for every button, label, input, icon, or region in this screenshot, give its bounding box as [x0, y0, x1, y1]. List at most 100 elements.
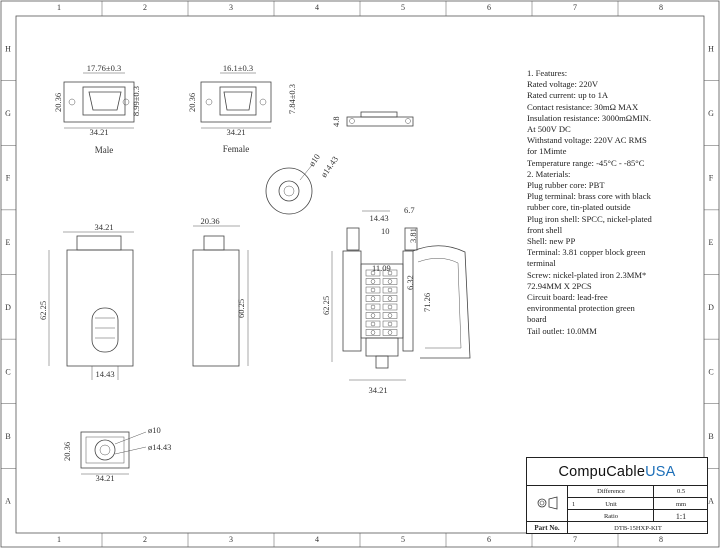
note-line: Contact resistance: 30mΩ MAX — [527, 101, 639, 112]
grid-col-label: 6 — [487, 3, 491, 12]
female-top-view: 16.1±0.3 7.84±0.3 20.36 34.21 Female — [187, 63, 297, 154]
assembly-dim-width: 34.21 — [368, 385, 387, 395]
terminal-slot — [382, 329, 398, 336]
grid-col-label: 3 — [229, 535, 233, 544]
note-line: Screw: nickel-plated iron 2.3MM* — [527, 269, 647, 280]
terminal-slot — [382, 269, 398, 277]
grid-row-label: G — [708, 109, 714, 118]
note-line: 72.94MM X 2PCS — [527, 280, 592, 291]
terminal-slot — [382, 303, 398, 311]
terminal-slot — [382, 320, 398, 328]
note-line: Circuit board: lead-free — [527, 292, 608, 303]
note-line: Rated voltage: 220V — [527, 79, 599, 90]
ratio-value: 1:1 — [653, 509, 708, 522]
unit-label-text: Unit — [605, 500, 617, 508]
grid-row-label: F — [6, 174, 11, 183]
grid-col-label: 5 — [401, 3, 405, 12]
assembly-dim-b: 10 — [381, 226, 390, 236]
terminal-slot — [382, 278, 398, 285]
terminal-slot — [382, 295, 398, 302]
ratio-label: Ratio — [567, 509, 654, 522]
terminal-slot — [365, 303, 381, 311]
side-dim-height: 60.25 — [236, 299, 246, 318]
note-line: Temperature range: -45°C - -85°C — [527, 157, 645, 168]
spec-notes: 1. Features: Rated voltage: 220V Rated c… — [527, 68, 665, 337]
terminal-slot — [365, 320, 381, 328]
female-dim-height: 20.36 — [187, 93, 197, 112]
front-dim-height: 62.25 — [38, 301, 48, 320]
grid-row-label: H — [708, 44, 714, 53]
assembly-dim-c: 6.7 — [404, 205, 415, 215]
logo-main-text: CompuCable — [558, 463, 646, 480]
bottom-view: ø10 ø14.43 20.36 34.21 — [62, 425, 171, 483]
grid-row-label: B — [5, 432, 10, 441]
thin-side-view: 4.8 — [331, 111, 414, 127]
male-dim-height: 20.36 — [53, 93, 63, 112]
front-dim-bottom: 14.43 — [95, 369, 114, 379]
grid-col-label: 1 — [57, 3, 61, 12]
front-dim-top: 34.21 — [94, 222, 113, 232]
grid-col-label: 2 — [143, 535, 147, 544]
grid-row-label: F — [709, 174, 714, 183]
terminal-slot — [382, 286, 398, 294]
grid-row-label: B — [708, 432, 713, 441]
male-dim-top: 17.76±0.3 — [87, 63, 121, 73]
grid-col-label: 3 — [229, 3, 233, 12]
unit-label: 1 Unit — [567, 497, 654, 510]
note-line: board — [527, 314, 547, 325]
grid-row-label: A — [5, 497, 11, 506]
logo-accent-text: USA — [645, 463, 676, 480]
assembly-dim-a: 14.43 — [369, 213, 388, 223]
note-line: Plug iron shell: SPCC, nickel-plated — [527, 213, 652, 224]
grid-col-label: 4 — [315, 535, 319, 544]
terminal-slot — [365, 329, 381, 336]
grid-row-label: E — [709, 238, 714, 247]
terminal-slot — [365, 295, 381, 302]
grid-row-label: H — [5, 44, 11, 53]
female-label: Female — [223, 144, 250, 154]
assembly-dim-g: 71.26 — [422, 293, 432, 312]
side-dim-top: 20.36 — [200, 216, 219, 226]
thin-dim-height: 4.8 — [331, 116, 341, 127]
unit-index: 1 — [572, 500, 576, 508]
grid-row-label: E — [6, 238, 11, 247]
grid-col-label: 7 — [573, 3, 577, 12]
unit-value: mm — [653, 497, 708, 510]
grid-col-label: 8 — [659, 535, 663, 544]
grid-row-label: A — [708, 497, 714, 506]
grid-col-label: 5 — [401, 535, 405, 544]
note-line: Plug terminal: brass core with black — [527, 191, 651, 202]
grid-col-label: 8 — [659, 3, 663, 12]
assembly-view: 14.43 10 6.7 3.81 11.09 6.32 71.26 62.25… — [321, 205, 471, 395]
difference-label: Difference — [567, 485, 654, 497]
note-line: Tail outlet: 10.0MM — [527, 325, 597, 336]
assembly-dim-d: 3.81 — [408, 228, 418, 243]
male-label: Male — [95, 145, 114, 155]
note-line: terminal — [527, 258, 556, 269]
grid-row-label: C — [708, 367, 713, 376]
grid-col-label: 4 — [315, 3, 319, 12]
grid-col-label: 6 — [487, 535, 491, 544]
male-top-view: 17.76±0.3 8.99±0.3 20.36 34.21 Male — [53, 63, 141, 155]
note-line: 1. Features: — [527, 68, 568, 78]
terminal-slot — [382, 312, 398, 319]
grid-row-label: D — [5, 303, 11, 312]
note-line: environmental protection green — [527, 303, 635, 314]
terminal-slot — [365, 278, 381, 285]
difference-value: 0.5 — [653, 485, 708, 497]
note-line: front shell — [527, 224, 563, 235]
bottom-dim-height: 20.36 — [62, 442, 72, 461]
part-number: DTB-15HXP-KIT — [567, 521, 708, 534]
terminal-slot — [365, 269, 381, 277]
projection-symbol — [527, 485, 567, 521]
note-line: At 500V DC — [527, 124, 571, 135]
grid-row-label: G — [5, 109, 11, 118]
female-dim-width: 34.21 — [226, 127, 245, 137]
note-line: Withstand voltage: 220V AC RMS — [527, 135, 647, 146]
bottom-dim-inner: ø10 — [148, 425, 161, 435]
note-line: for 1Mimte — [527, 146, 567, 157]
